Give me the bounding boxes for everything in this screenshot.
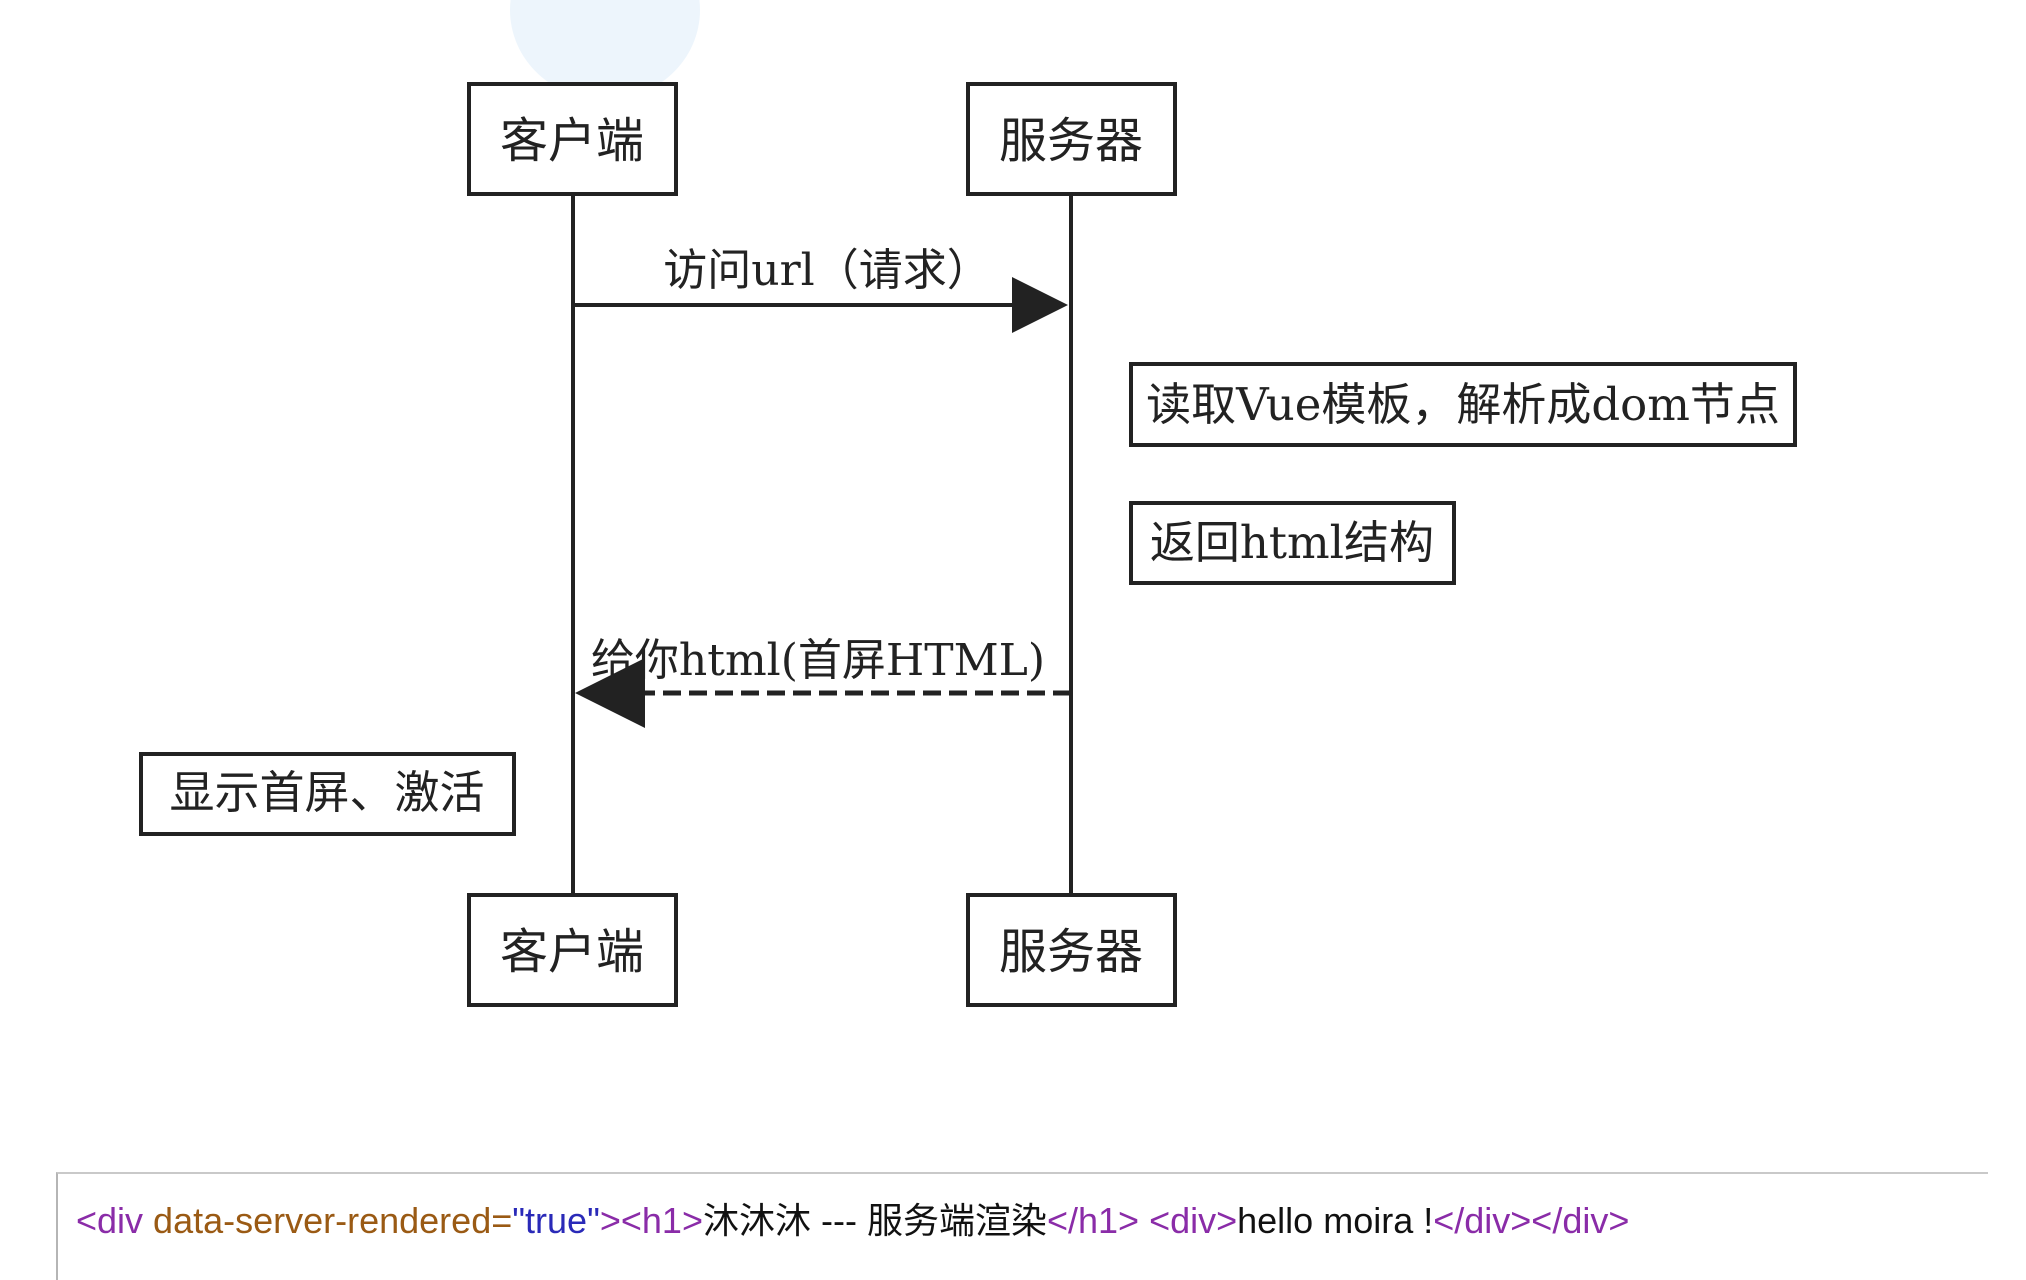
- code-open-h1: <h1>: [620, 1200, 703, 1241]
- message-request-label: 访问url（请求）: [663, 245, 990, 296]
- participant-server-bottom: 服务器: [966, 893, 1177, 1007]
- note-parse: 读取Vue模板，解析成dom节点: [1129, 362, 1797, 447]
- html-source-line: <div data-server-rendered="true"><h1>沐沐沐…: [76, 1192, 1629, 1244]
- code-close-divs: </div></div>: [1433, 1200, 1630, 1241]
- message-response-label: 给你html(首屏HTML): [591, 635, 1045, 686]
- note-parse-label: 读取Vue模板，解析成dom节点: [1146, 378, 1780, 431]
- code-attr-name: data-server-rendered=: [143, 1200, 513, 1241]
- participant-client-bottom-label: 客户端: [500, 924, 644, 980]
- message-request: 访问url（请求）: [573, 245, 1068, 333]
- code-h1-text: 沐沐沐 --- 服务端渲染: [702, 1200, 1047, 1241]
- participant-client-top: 客户端: [467, 82, 678, 196]
- message-response: 给你html(首屏HTML): [575, 635, 1071, 728]
- participant-server-top: 服务器: [966, 82, 1177, 196]
- code-div-text: hello moira !: [1237, 1200, 1434, 1241]
- participant-server-top-label: 服务器: [999, 113, 1143, 169]
- sequence-diagram: 客户端 服务器 访问url（请求） 读取Vue模板，解析成dom节点 返回htm…: [139, 82, 1797, 1007]
- participant-server-bottom-label: 服务器: [999, 924, 1143, 980]
- participant-client-top-label: 客户端: [500, 113, 644, 169]
- note-return: 返回html结构: [1129, 501, 1456, 585]
- html-source-panel: <div data-server-rendered="true"><h1>沐沐沐…: [56, 1172, 1988, 1280]
- code-attr-value: "true": [512, 1200, 600, 1241]
- code-open-div-inner: <div>: [1149, 1200, 1238, 1241]
- code-close-h1: </h1>: [1046, 1200, 1140, 1241]
- participant-client-bottom: 客户端: [467, 893, 678, 1007]
- note-display-label: 显示首屏、激活: [169, 766, 484, 819]
- note-display: 显示首屏、激活: [139, 752, 516, 836]
- code-space: [1139, 1200, 1149, 1241]
- code-open-div: <div: [76, 1200, 144, 1241]
- note-return-label: 返回html结构: [1150, 516, 1434, 569]
- code-gt: >: [599, 1200, 621, 1241]
